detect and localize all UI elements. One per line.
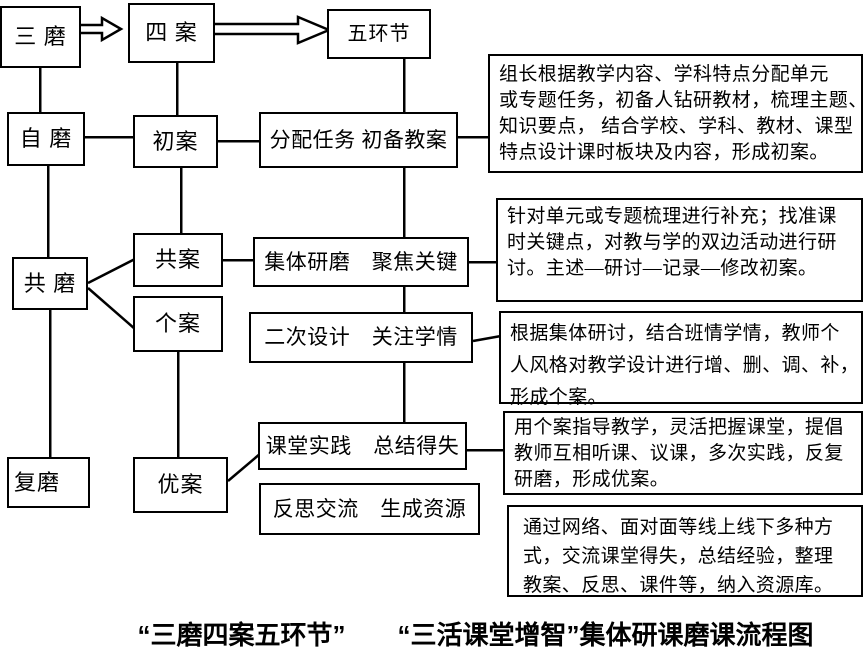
node-ketang: 课堂实践 总结得失 — [258, 422, 467, 470]
node-gongan: 共案 — [133, 233, 223, 287]
connector-youan-ketang — [227, 452, 262, 482]
node-erci: 二次设计 关注学情 — [249, 312, 473, 363]
diagram-title: “三磨四案五环节” “三活课堂增智”集体研课磨课流程图 — [137, 620, 814, 650]
block-arrow-icon — [210, 15, 333, 45]
description-box-chuan: 组长根据教学内容、学科特点分配单元 或专题任务，初备人钻研教材，梳理主题、 知识… — [488, 54, 865, 173]
description-box-gean: 根据集体研讨，结合班情学情，教师个 人风格对教学设计进行增、删、调、补， 形成个… — [499, 311, 863, 408]
node-gean: 个案 — [133, 296, 223, 352]
connector-erci-desc3 — [472, 334, 502, 343]
node-fenpei: 分配任务 初备教案 — [259, 112, 458, 168]
node-sanmo: 三 磨 — [0, 6, 81, 68]
node-gongmo: 共 磨 — [12, 257, 88, 310]
node-fansi: 反思交流 生成资源 — [259, 483, 480, 535]
node-youan: 优案 — [133, 457, 228, 513]
node-wuhuanjie: 五环节 — [327, 9, 431, 59]
connector-gongmo-gean — [87, 287, 136, 330]
description-box-gongan: 针对单元或专题梳理进行补充；找准课 时关键点，对教与学的双边活动进行研 讨。主述… — [496, 198, 863, 302]
node-zimo: 自 磨 — [7, 112, 85, 166]
description-box-ziyuan: 通过网络、面对面等线上线下多种方 式，交流课堂得失，总结经验，整理 教案、反思、… — [507, 505, 863, 597]
node-chuan: 初案 — [133, 115, 218, 168]
block-arrow-icon — [77, 15, 124, 43]
connector-gongmo-gongan — [87, 257, 136, 285]
node-fumo: 复磨 — [7, 457, 90, 508]
node-jiti: 集体研磨 聚焦关键 — [253, 237, 469, 287]
description-box-youan: 用个案指导教学，灵活把握课堂，提倡 教师互相听课、议课，多次实践，反复 研磨，形… — [503, 411, 863, 495]
node-sian: 四 案 — [128, 3, 215, 63]
